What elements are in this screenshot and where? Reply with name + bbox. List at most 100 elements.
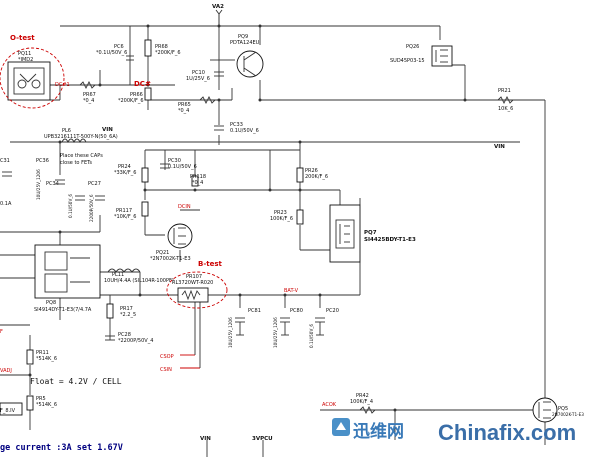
place-caps-2: close to FETs (60, 160, 92, 166)
pr26-resistor (296, 167, 304, 183)
pc30-val: 0.1U/50V_6 (168, 164, 197, 170)
pr66-ref: PR66 (130, 92, 143, 98)
watermark: 迅维网 Chinafix.com (332, 418, 576, 445)
pr11-val: *514K_6 (36, 356, 57, 362)
pq5-mosfet (532, 397, 558, 423)
pr68-resistor (144, 39, 152, 57)
pq11-val: *IMD2 (18, 57, 33, 63)
bat-v-net: BAT-V (284, 288, 299, 294)
pc6-capacitor (126, 55, 134, 61)
watermark-cn: 迅维网 (353, 421, 404, 441)
b-test-label: B-test (198, 260, 223, 268)
pr68-ref: PR68 (155, 44, 168, 50)
pc10-val: 1U/25V_6 (186, 76, 210, 82)
pq8-ref: PQ8 (46, 300, 56, 306)
pr42-val: 100K/F_4 (350, 399, 373, 405)
pr66-resistor (144, 87, 152, 101)
pr23-ref: PR23 (274, 210, 287, 216)
charge-current-note: ge current :3A set 1.67V (0, 443, 123, 453)
left-label: F_8.IV (0, 408, 16, 414)
pc30-ref: PC30 (168, 158, 181, 164)
pq9-ref: PQ9 (238, 34, 248, 40)
pq5-val: 2N7002K-T1-E3 (552, 412, 584, 417)
pr65-ref: PR65 (178, 102, 191, 108)
float-note: Float = 4.2V / CELL (30, 377, 122, 386)
pc33-capacitor (214, 125, 224, 131)
vin-net: VIN (102, 127, 113, 133)
c31-ref: C31 (0, 158, 10, 164)
vin-right-net: VIN (494, 144, 505, 150)
o-test-highlight (0, 47, 65, 109)
pr17-val: *2.2_5 (120, 312, 136, 318)
pr24-val: *33K/F_6 (114, 170, 136, 176)
pr11-ref: PR11 (36, 350, 49, 356)
wires (0, 14, 546, 457)
pr23-val: 100K/F_6 (270, 216, 293, 222)
pc80-ref: PC80 (290, 308, 303, 314)
b-test-highlight (166, 271, 228, 309)
pc36-capacitor (55, 179, 65, 185)
acok-net: ACOK (322, 402, 337, 408)
pq21-ref: PQ21 (156, 250, 169, 256)
pl11-inductor (107, 268, 141, 273)
c31-capacitor (2, 171, 12, 177)
pr66-val: *200K/F_6 (118, 98, 144, 104)
pc34-ref: PC34 (46, 181, 59, 187)
pr26-ref: PR26 (305, 168, 318, 174)
watermark-en: Chinafix.com (438, 420, 576, 445)
pr67-val: *0_4 (83, 98, 94, 104)
rating-fragment: 0.1A (0, 201, 12, 207)
pr118-resistor (191, 175, 199, 187)
pc30-capacitor (160, 163, 170, 169)
pr42-ref: PR42 (356, 393, 369, 399)
pr107-resistor (177, 287, 209, 303)
pc33-ref: PC33 (230, 122, 243, 128)
vin-bottom-net: VIN (200, 436, 211, 442)
pr107-ref: PR107 (186, 274, 202, 280)
left-box-fragment (0, 402, 23, 416)
pr118-ref: PR118 (190, 174, 206, 180)
pc28-capacitor (105, 335, 115, 341)
pr65-val: *0_4 (178, 108, 189, 114)
junction-dots (28, 24, 467, 412)
pc20-ref: PC20 (326, 308, 339, 314)
pr24-ref: PR24 (118, 164, 131, 170)
pr107-val: RL3720WT-R020 (172, 280, 213, 286)
3vpcu-net: 3VPCU (252, 436, 273, 442)
pr65-resistor (199, 95, 216, 105)
pq9-transistor (236, 50, 264, 78)
csop-net: CSOP (160, 354, 174, 360)
pr67-resistor (79, 80, 96, 90)
pq11-ref: PQ11 (18, 51, 31, 57)
pr23-resistor (296, 209, 304, 225)
pr26-val: 200K/F_6 (305, 174, 328, 180)
pc20-capacitor (315, 317, 325, 336)
pc81-capacitor (235, 317, 245, 336)
pl6-inductor (61, 138, 87, 144)
pc80-capacitor (280, 317, 290, 336)
pc10-ref: PC10 (192, 70, 205, 76)
pq11-transistor (7, 61, 51, 101)
o-test-label: O-test (10, 34, 35, 42)
pq7-val: SI4425BDY-T1-E3 (364, 237, 416, 243)
pr5-val: *514K_6 (36, 402, 57, 408)
pq21-val: *2N7002K-T1-E3 (150, 256, 191, 262)
pr68-val: *200K/F_6 (155, 50, 181, 56)
dcin-net: DC#1 (55, 82, 70, 88)
pr21-ref: PR21 (498, 88, 511, 94)
pq5-ref: PQ5 (558, 406, 568, 412)
pc36-ref: PC36 (36, 158, 49, 164)
pc27-capacitor (95, 195, 105, 201)
pl11-ref: PL11 (112, 272, 124, 278)
pq7-mosfet (329, 204, 361, 263)
pr42-resistor (359, 405, 376, 415)
pr117-resistor (141, 201, 149, 217)
pc27-ref: PC27 (88, 181, 101, 187)
pr11-resistor (26, 349, 34, 365)
pc6-ref: PC6 (114, 44, 124, 50)
pq26-val: SUD45P03-15 (390, 58, 425, 64)
csin-net: CSIN (160, 367, 172, 373)
place-caps-1: Place these CAPs (60, 153, 103, 159)
